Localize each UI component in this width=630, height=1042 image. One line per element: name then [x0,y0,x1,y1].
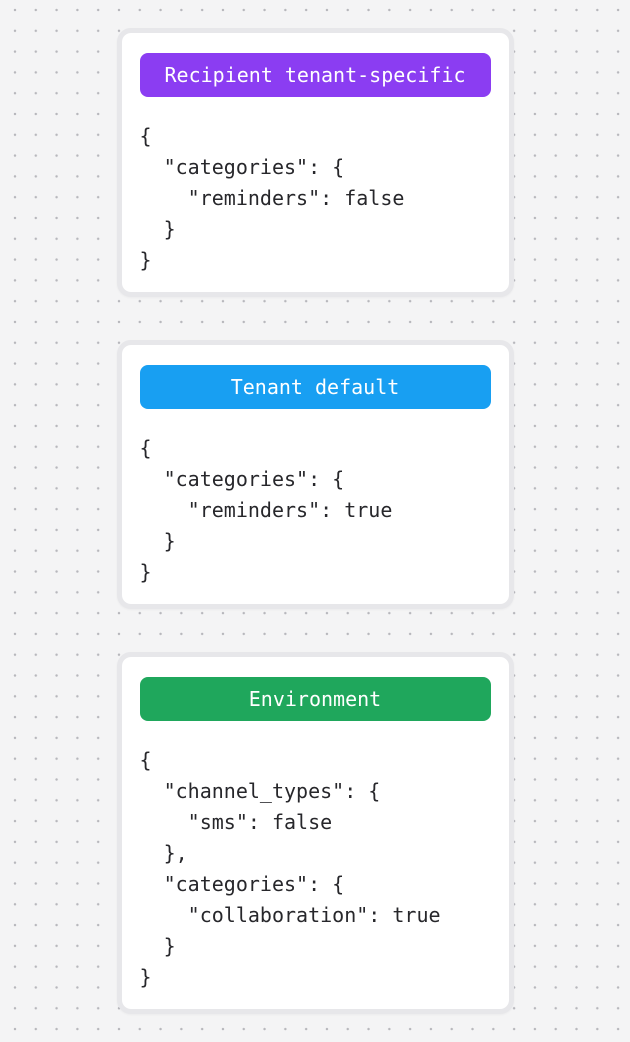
badge-tenant-default: Tenant default [139,365,491,409]
badge-environment: Environment [139,677,491,721]
json-code-environment: { "channel_types": { "sms": false }, "ca… [139,748,441,989]
card-stack: Recipient tenant-specific { "categories"… [116,28,514,1014]
json-code-tenant-default: { "categories": { "reminders": true } } [139,436,393,584]
card-tenant-default: Tenant default { "categories": { "remind… [116,340,514,609]
json-code-recipient-tenant-specific: { "categories": { "reminders": false } } [139,124,405,272]
badge-recipient-tenant-specific: Recipient tenant-specific [139,53,491,97]
card-environment: Environment { "channel_types": { "sms": … [116,652,514,1014]
card-recipient-tenant-specific: Recipient tenant-specific { "categories"… [116,28,514,297]
